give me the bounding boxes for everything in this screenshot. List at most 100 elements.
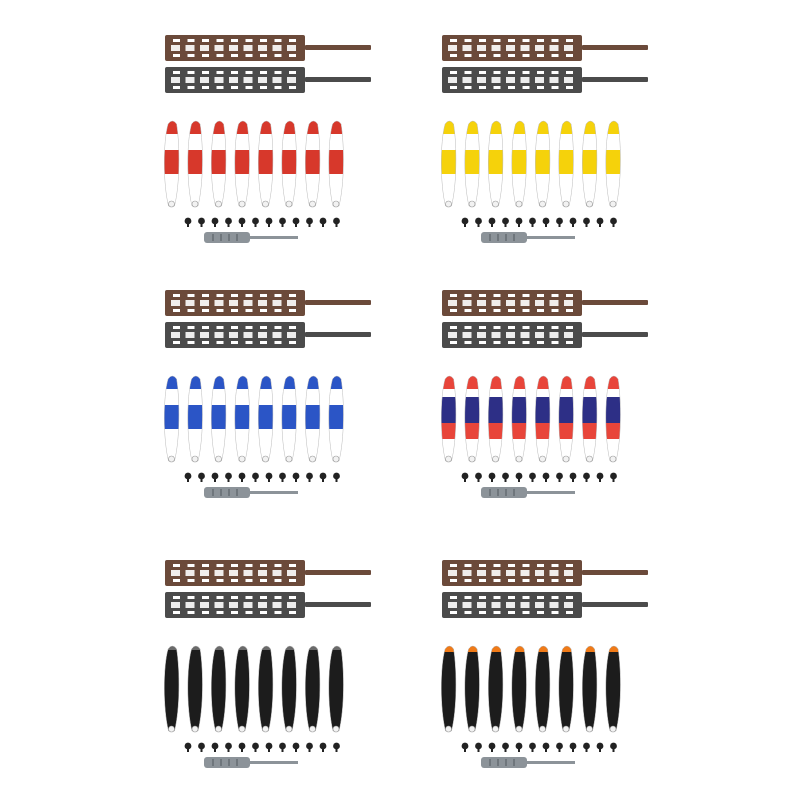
blade-hub xyxy=(309,200,316,208)
strap-slot xyxy=(508,579,515,582)
screw-shank xyxy=(214,223,216,227)
strap-slot xyxy=(187,611,195,614)
screw xyxy=(502,217,509,225)
strap-slot xyxy=(508,596,515,599)
screw xyxy=(252,217,259,225)
blade-hub xyxy=(492,455,499,463)
screw xyxy=(502,472,509,480)
strap-slot xyxy=(260,39,267,42)
strap-window xyxy=(491,300,501,306)
blade-hub xyxy=(445,200,452,208)
strap-window xyxy=(491,332,501,338)
strap-slot xyxy=(274,294,282,297)
screwdriver xyxy=(204,487,298,498)
screw xyxy=(292,742,300,750)
strap-slot xyxy=(202,611,209,614)
strap-window xyxy=(491,602,501,608)
blade-hub xyxy=(332,455,340,463)
strap-window xyxy=(287,45,296,51)
strap-tail xyxy=(305,602,371,607)
strap-window xyxy=(243,77,253,83)
propeller-blade xyxy=(258,375,274,463)
screw xyxy=(292,217,300,225)
strap-window xyxy=(549,570,559,576)
screw xyxy=(556,472,563,480)
screw-shank xyxy=(477,478,480,482)
strap-slot xyxy=(231,71,238,74)
screw xyxy=(596,472,604,480)
propeller-blade xyxy=(582,375,598,463)
strap-slot xyxy=(231,579,238,582)
strap-slot xyxy=(245,294,253,297)
screwdriver-shaft xyxy=(527,236,575,239)
strap-window xyxy=(477,77,486,83)
blade-hub xyxy=(468,725,476,733)
strap-window xyxy=(185,300,195,306)
strap-slot xyxy=(537,564,544,567)
screw xyxy=(279,217,286,225)
screw xyxy=(488,742,496,750)
strap-slot xyxy=(450,596,457,599)
strap-slot xyxy=(216,294,224,297)
propeller-blade xyxy=(234,120,250,208)
strap-window xyxy=(535,300,544,306)
screw-shank xyxy=(545,748,547,752)
propeller-blade xyxy=(187,645,203,733)
screwdriver xyxy=(481,487,575,498)
screw-shank xyxy=(268,478,270,482)
strap-gray xyxy=(442,67,648,93)
strap-window xyxy=(549,300,559,306)
screw-shank xyxy=(241,223,243,227)
kit-black-orange-tip-propellers xyxy=(441,560,648,768)
strap-slot xyxy=(464,86,472,89)
screw-shank xyxy=(308,478,311,482)
strap-slot xyxy=(566,39,573,42)
strap-slot xyxy=(173,86,180,89)
screw-shank xyxy=(477,748,480,752)
screw xyxy=(265,472,273,480)
strap-slot xyxy=(187,54,195,57)
propeller-blade xyxy=(281,120,297,208)
strap-slot xyxy=(479,564,486,567)
screw-shank xyxy=(545,223,547,227)
screwdriver-handle xyxy=(481,487,527,498)
strap-window xyxy=(214,45,224,51)
blade-hub xyxy=(168,455,175,463)
strap-slot xyxy=(522,39,530,42)
screw-shank xyxy=(464,223,466,227)
strap-window xyxy=(287,570,296,576)
screws-row xyxy=(184,742,340,752)
strap-slot xyxy=(202,39,209,42)
strap-slot xyxy=(260,596,267,599)
strap-window xyxy=(549,602,559,608)
strap-slot xyxy=(551,54,559,57)
screw-shank xyxy=(322,478,324,482)
strap-window xyxy=(229,300,238,306)
screw xyxy=(488,472,496,480)
screw xyxy=(556,742,563,750)
screw xyxy=(542,472,550,480)
strap-slot xyxy=(537,54,544,57)
screwdriver xyxy=(481,757,575,768)
screw-shank xyxy=(268,223,270,227)
blade-hub xyxy=(191,455,199,463)
strap-window xyxy=(462,77,472,83)
blade-hub xyxy=(238,725,246,733)
strap-slot xyxy=(274,71,282,74)
screw-shank xyxy=(295,478,297,482)
propeller-blade xyxy=(605,120,621,208)
strap-slot xyxy=(245,39,253,42)
strap-slot xyxy=(508,341,515,344)
screw xyxy=(610,472,617,480)
strap-slot xyxy=(551,309,559,312)
strap-window xyxy=(258,570,267,576)
screwdriver-handle xyxy=(481,232,527,243)
handle-grip xyxy=(505,234,507,241)
strap-window xyxy=(520,332,530,338)
strap-slot xyxy=(260,564,267,567)
blade-hub xyxy=(609,725,617,733)
handle-grip xyxy=(489,489,491,496)
screw-shank xyxy=(585,223,588,227)
strap-slot xyxy=(493,86,501,89)
strap-window xyxy=(506,77,515,83)
